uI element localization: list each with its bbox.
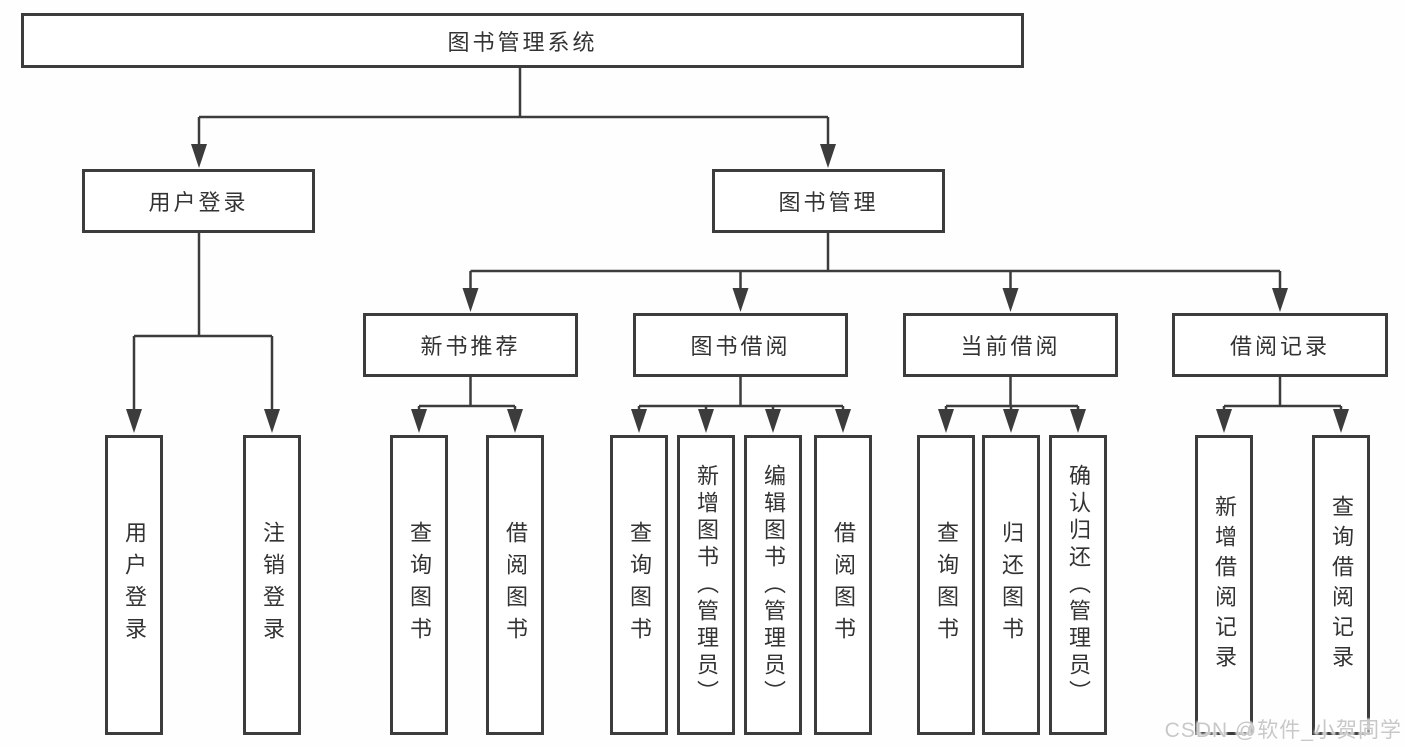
node-book-management: 图书管理 [712, 169, 945, 233]
arrowheads [126, 144, 1349, 433]
node-book-borrowing: 图书借阅 [633, 313, 848, 377]
node-leaf-logout: 注销登录 [243, 435, 301, 735]
node-leaf-user-login: 用户登录 [105, 435, 163, 735]
node-leaf-add-borrow-record: 新增借阅记录 [1195, 435, 1253, 735]
node-leaf-query-books-current: 查询图书 [917, 435, 975, 735]
node-current-borrowing: 当前借阅 [903, 313, 1118, 377]
node-leaf-query-borrow-record: 查询借阅记录 [1312, 435, 1370, 735]
node-leaf-add-book-admin: 新增图书（管理员） [677, 435, 735, 735]
node-leaf-borrow-books: 借阅图书 [814, 435, 872, 735]
node-new-book-recommendation: 新书推荐 [363, 313, 578, 377]
node-borrowing-records: 借阅记录 [1172, 313, 1388, 377]
node-leaf-return-books: 归还图书 [982, 435, 1040, 735]
node-leaf-edit-book-admin: 编辑图书（管理员） [744, 435, 802, 735]
node-leaf-query-books-recommend: 查询图书 [390, 435, 448, 735]
node-leaf-query-books-borrowing: 查询图书 [610, 435, 668, 735]
node-user-login: 用户登录 [82, 169, 315, 233]
node-leaf-confirm-return-admin: 确认归还（管理员） [1049, 435, 1107, 735]
node-library-management-system: 图书管理系统 [21, 13, 1024, 68]
csdn-watermark: CSDN @软件_小贺同学 [1164, 719, 1402, 742]
node-leaf-borrow-books-recommend: 借阅图书 [486, 435, 544, 735]
